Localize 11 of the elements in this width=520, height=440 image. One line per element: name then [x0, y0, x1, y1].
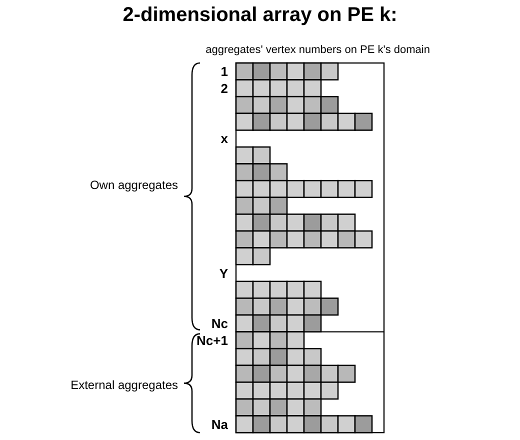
row-label: x	[220, 131, 228, 146]
row-label: Nc	[211, 316, 228, 331]
row-label: Na	[211, 416, 228, 432]
group-label: Own aggregates	[90, 178, 178, 192]
row-label: Nc+1	[196, 332, 228, 348]
group-label: External aggregates	[70, 378, 178, 392]
subtitle: aggregates' vertex numbers on PE k's domain	[206, 44, 430, 56]
row-label: Y	[219, 266, 228, 280]
diagram-title: 2-dimensional array on PE k:	[122, 4, 398, 27]
row-label: 2	[220, 80, 228, 96]
row-label: 1	[220, 64, 228, 79]
